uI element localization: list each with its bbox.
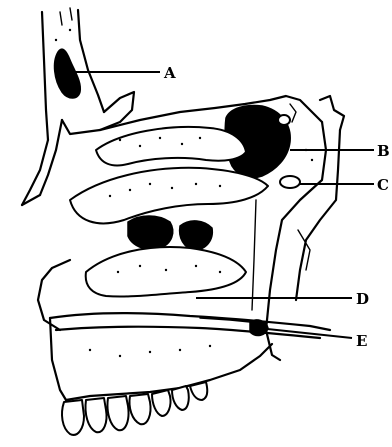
- tooth-6: [172, 386, 189, 410]
- tooth-1: [62, 400, 84, 435]
- sinus-opening-small: [278, 115, 290, 125]
- middle-turbinate: [70, 168, 268, 224]
- tooth-3: [107, 396, 128, 430]
- frontal-sinus: [55, 49, 81, 98]
- septum-line: [252, 200, 256, 310]
- label-b: B: [377, 142, 390, 160]
- inferior-turbinate: [86, 247, 246, 297]
- tooth-5: [152, 390, 171, 416]
- tooth-7: [190, 382, 207, 400]
- superior-turbinate: [96, 127, 246, 165]
- teeth-row: [62, 382, 207, 435]
- middle-meatus-cavity: [128, 216, 173, 249]
- label-d: D: [356, 290, 369, 308]
- label-e: E: [356, 332, 367, 350]
- label-a: A: [163, 64, 176, 82]
- sphenoid-ostium: [280, 176, 300, 188]
- hard-palate: [50, 313, 330, 338]
- label-c: C: [377, 176, 389, 194]
- tooth-4: [129, 394, 150, 424]
- tooth-2: [85, 398, 106, 432]
- meatus-cavity-right: [180, 221, 213, 250]
- sphenoid-region: [100, 96, 344, 130]
